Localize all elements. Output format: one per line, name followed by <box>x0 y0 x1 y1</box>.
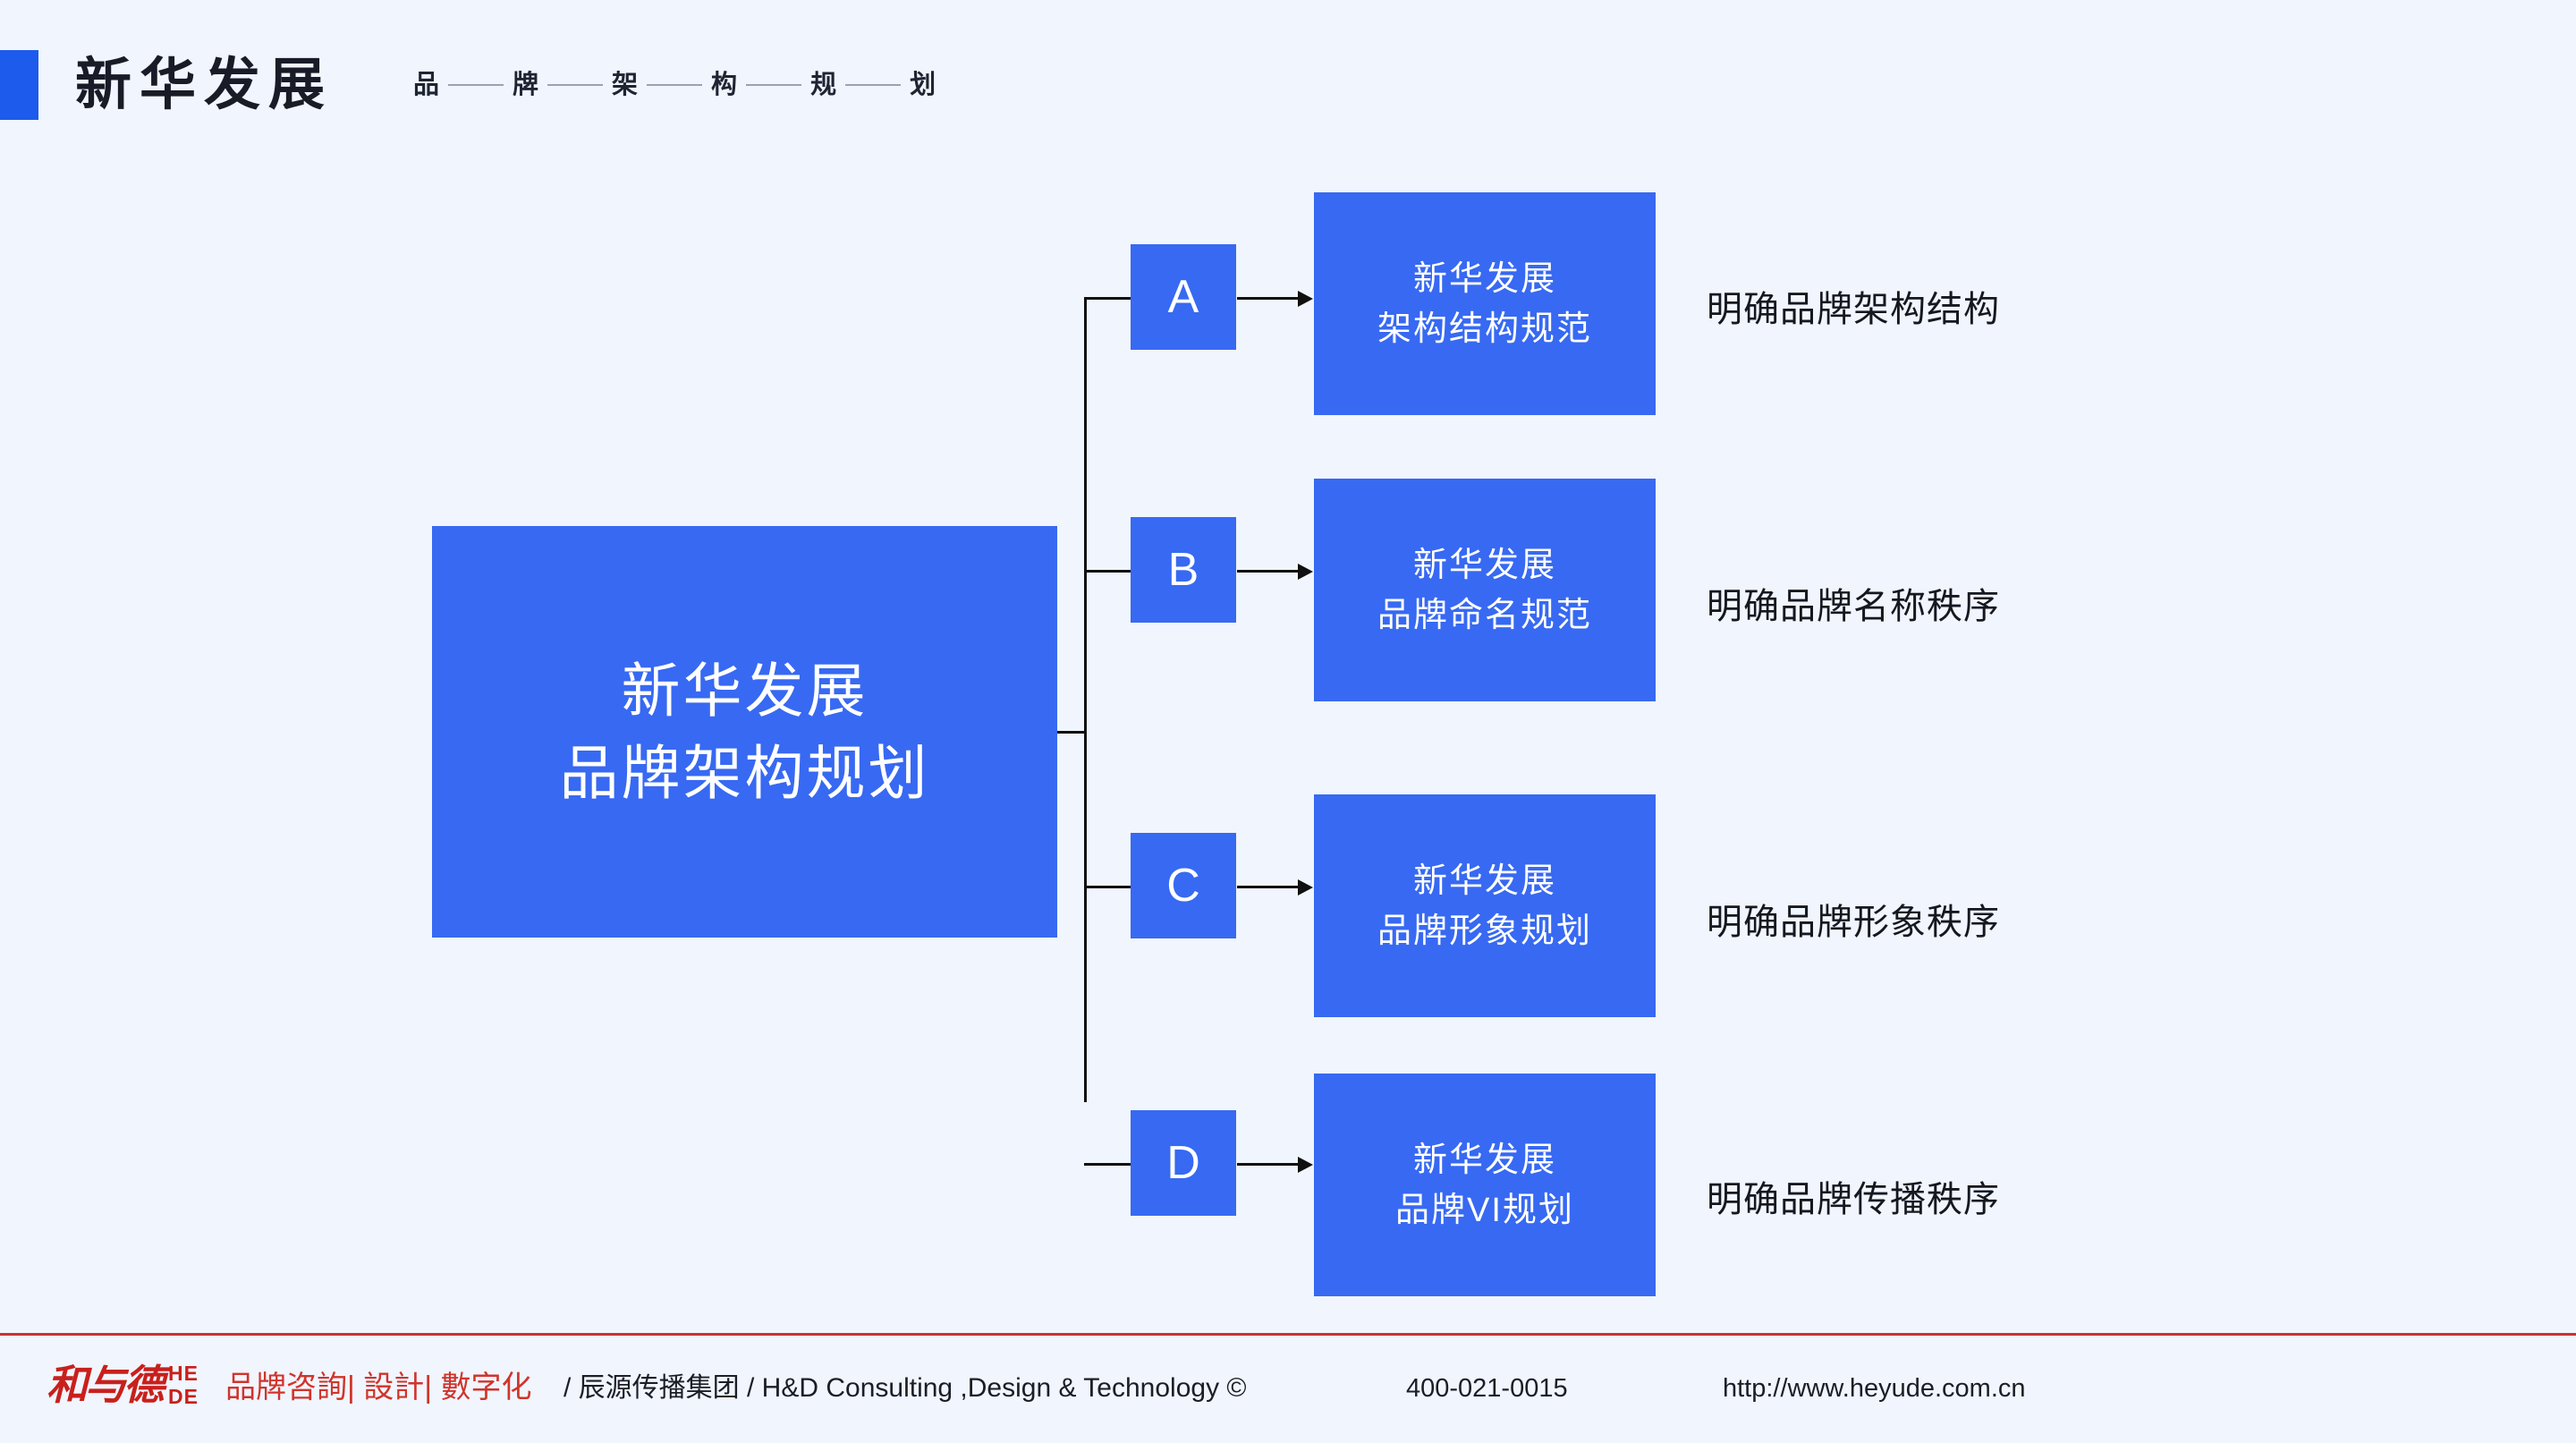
arrow-head-icon-a <box>1298 291 1313 307</box>
card-node-c-line-1: 新华发展 <box>1412 862 1556 900</box>
subtitle-dash-icon <box>746 84 802 86</box>
letter-node-c-label: C <box>1166 860 1200 912</box>
footer-logo-mark-top: HE <box>168 1362 199 1385</box>
branch-connector-c <box>1084 886 1131 888</box>
footer-logo: 和与德 HE DE <box>47 1356 199 1413</box>
footer <box>0 1333 2576 1443</box>
letter-node-a[interactable]: A <box>1131 244 1236 350</box>
letter-node-b[interactable]: B <box>1131 517 1236 623</box>
branch-connector-b <box>1084 570 1131 573</box>
card-node-d[interactable]: 新华发展 品牌VI规划 <box>1314 1074 1656 1296</box>
arrow-head-icon-d <box>1298 1157 1313 1173</box>
footer-company-text: / 辰源传播集团 / H&D Consulting ,Design & Tech… <box>564 1373 1247 1403</box>
letter-node-c[interactable]: C <box>1131 833 1236 938</box>
card-node-a-line-1: 新华发展 <box>1412 259 1556 298</box>
outcome-label-a: 明确品牌架构结构 <box>1707 290 2000 329</box>
card-node-b-line-2: 品牌命名规范 <box>1377 596 1592 634</box>
root-node[interactable]: 新华发展 品牌架构规划 <box>432 526 1057 938</box>
arrow-line-d <box>1237 1163 1301 1166</box>
card-node-c[interactable]: 新华发展 品牌形象规划 <box>1314 794 1656 1017</box>
header-subtitle: 品 牌 架 构 规 划 <box>413 64 936 106</box>
branch-connector-d <box>1084 1163 1131 1166</box>
footer-phone-text: 400-021-0015 <box>1406 1374 1568 1403</box>
subtitle-char-2: 牌 <box>513 71 539 99</box>
footer-logo-script-text: 和与德 <box>47 1361 165 1409</box>
arrow-line-c <box>1237 886 1301 888</box>
arrow-line-a <box>1237 297 1301 300</box>
footer-logo-mark-bottom: DE <box>168 1385 199 1408</box>
header-accent-bar <box>0 50 38 120</box>
subtitle-char-4: 构 <box>711 71 738 99</box>
card-node-b-line-1: 新华发展 <box>1412 546 1556 584</box>
root-node-line-1: 新华发展 <box>621 658 869 724</box>
subtitle-char-3: 架 <box>612 71 639 99</box>
subtitle-dash-icon <box>647 84 703 86</box>
subtitle-dash-icon <box>448 84 504 86</box>
root-node-line-2: 品牌架构规划 <box>559 740 930 806</box>
letter-node-a-label: A <box>1167 271 1199 323</box>
card-node-a-line-2: 架构结构规范 <box>1377 310 1592 348</box>
footer-url-link[interactable]: http://www.heyude.com.cn <box>1723 1374 2026 1403</box>
card-node-d-line-2: 品牌VI规划 <box>1395 1191 1574 1229</box>
arrow-head-icon-c <box>1298 879 1313 896</box>
outcome-label-b: 明确品牌名称秩序 <box>1707 587 2000 626</box>
arrow-head-icon-b <box>1298 564 1313 580</box>
card-node-b[interactable]: 新华发展 品牌命名规范 <box>1314 479 1656 701</box>
arrow-line-b <box>1237 570 1301 573</box>
footer-logo-mark: HE DE <box>168 1362 199 1408</box>
letter-node-b-label: B <box>1167 544 1199 596</box>
card-node-d-line-1: 新华发展 <box>1412 1141 1556 1179</box>
subtitle-dash-icon <box>547 84 604 86</box>
card-node-a[interactable]: 新华发展 架构结构规范 <box>1314 192 1656 415</box>
outcome-label-d: 明确品牌传播秩序 <box>1707 1180 2000 1219</box>
subtitle-char-6: 划 <box>910 71 936 99</box>
card-node-c-line-2: 品牌形象规划 <box>1377 912 1592 950</box>
branch-connector-a <box>1084 297 1131 300</box>
subtitle-char-1: 品 <box>413 71 440 99</box>
outcome-label-c: 明确品牌形象秩序 <box>1707 903 2000 942</box>
footer-divider <box>0 1333 2576 1336</box>
subtitle-dash-icon <box>845 84 902 86</box>
letter-node-d[interactable]: D <box>1131 1110 1236 1216</box>
trunk-horizontal-connector <box>1057 731 1087 734</box>
footer-services-text: 品牌咨詢| 設計| 數字化 <box>225 1371 532 1405</box>
subtitle-char-5: 规 <box>810 71 837 99</box>
page-title: 新华发展 <box>75 54 333 116</box>
letter-node-d-label: D <box>1166 1137 1200 1189</box>
trunk-vertical-connector <box>1084 297 1087 1102</box>
